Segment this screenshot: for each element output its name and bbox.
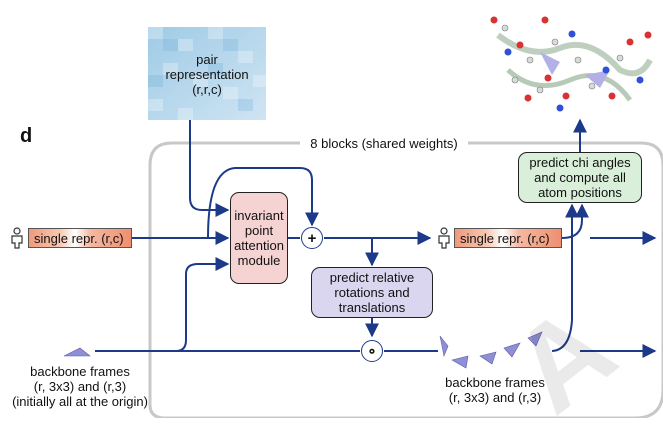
ipa-line3: attention bbox=[234, 238, 284, 253]
pair-label-line2: representation bbox=[165, 67, 249, 82]
pair-representation-grid bbox=[148, 27, 266, 120]
single-repr-output: single repr. (r,c) bbox=[454, 228, 562, 248]
ipa-line1: invariant bbox=[234, 208, 284, 223]
chi-line2: and compute all bbox=[534, 170, 626, 185]
backbone-frames-output-label: backbone frames (r, 3x3) and (r,3) bbox=[425, 375, 565, 405]
blocks-label: 8 blocks (shared weights) bbox=[303, 136, 465, 151]
ipa-line4: module bbox=[237, 253, 281, 268]
rotations-line1: predict relative bbox=[329, 270, 415, 285]
pair-label-line1: pair bbox=[196, 52, 218, 67]
single-repr-input: single repr. (r,c) bbox=[28, 228, 132, 248]
predict-rotations-module: predict relative rotations and translati… bbox=[311, 267, 433, 318]
backbone-frame-glyphs bbox=[63, 331, 543, 369]
rotations-line2: rotations and bbox=[334, 285, 410, 300]
panel-label: d bbox=[20, 125, 33, 147]
person-icon-right bbox=[437, 227, 451, 254]
compose-operator: ∘ bbox=[361, 340, 383, 362]
pair-representation-label: pair representation (r,r,c) bbox=[148, 52, 266, 97]
blocks-loop-outline bbox=[148, 141, 663, 418]
plus-operator: + bbox=[301, 227, 323, 249]
frames-out-line2: (r, 3x3) and (r,3) bbox=[448, 390, 542, 405]
pair-label-line3: (r,r,c) bbox=[192, 82, 222, 97]
chi-line1: predict chi angles bbox=[529, 155, 631, 170]
frames-out-line1: backbone frames bbox=[445, 375, 545, 390]
person-icon-left bbox=[10, 227, 24, 254]
predict-chi-module: predict chi angles and compute all atom … bbox=[518, 152, 642, 203]
chi-line3: atom positions bbox=[538, 185, 622, 200]
frames-in-line3: (initially all at the origin) bbox=[12, 394, 148, 409]
backbone-frames-input-label: backbone frames (r, 3x3) and (r,3) (init… bbox=[0, 364, 160, 409]
frames-in-line1: backbone frames bbox=[30, 364, 130, 379]
protein-structure-image bbox=[490, 16, 653, 112]
rotations-line3: translations bbox=[338, 300, 406, 315]
ipa-line2: point bbox=[244, 223, 274, 238]
ipa-module: invariant point attention module bbox=[230, 192, 288, 284]
frames-in-line2: (r, 3x3) and (r,3) bbox=[33, 379, 127, 394]
diagram-canvas bbox=[63, 16, 663, 418]
flow-arrows bbox=[95, 118, 657, 358]
